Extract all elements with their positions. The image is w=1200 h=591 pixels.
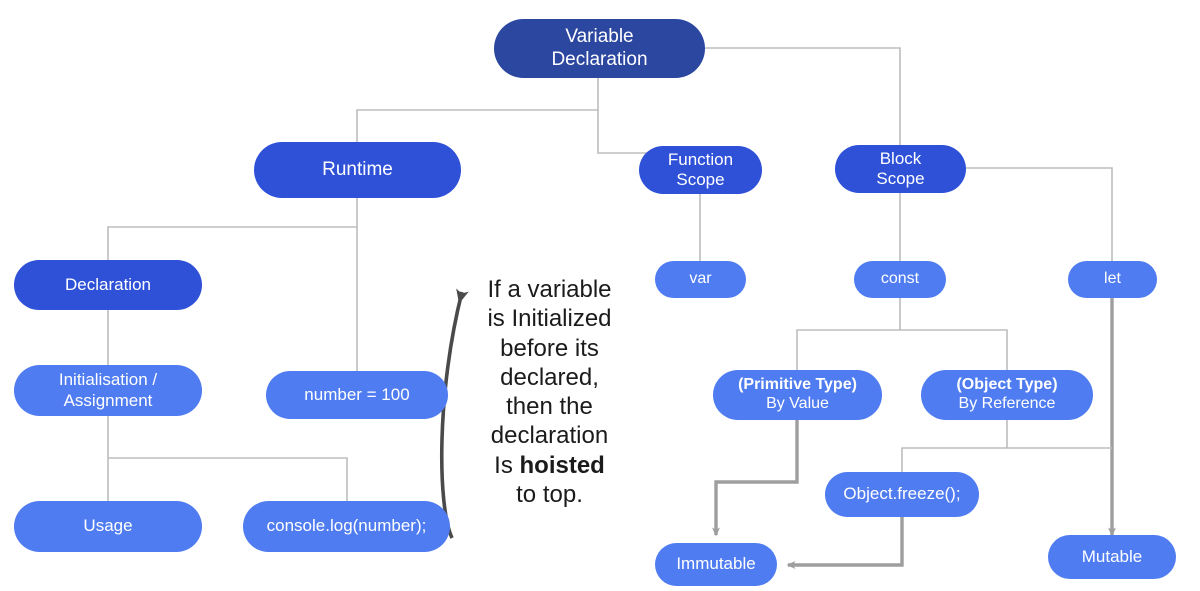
node-label-line2: Scope <box>676 170 725 189</box>
node-label-line1: Object.freeze(); <box>843 484 961 504</box>
edge-root-runtime <box>356 78 599 142</box>
node-label-line1: Immutable <box>676 554 756 574</box>
node-usage[interactable]: Usage <box>14 501 202 552</box>
edge-const-object <box>900 329 1008 370</box>
edge-object-freeze <box>901 420 1008 472</box>
node-label-line1: Declaration <box>65 274 151 294</box>
node-initialisation-assignment[interactable]: Initialisation / Assignment <box>14 365 202 416</box>
edge-const-primitive <box>796 298 901 370</box>
hoisting-annotation: If a variable is Initialized before its … <box>477 275 622 509</box>
node-label-line2: Assignment <box>63 390 153 410</box>
node-label-line2: By Value <box>766 395 829 412</box>
node-mutable[interactable]: Mutable <box>1048 535 1176 579</box>
node-var[interactable]: var <box>655 261 746 298</box>
node-number-assignment[interactable]: number = 100 <box>266 371 448 419</box>
annotation-line-5: then the <box>506 393 593 421</box>
annotation-hoisted-keyword: hoisted <box>519 451 605 479</box>
annotation-line-6: declaration <box>490 422 609 450</box>
node-label-line1: (Primitive Type) <box>738 376 857 394</box>
edge-init-consolelog <box>108 457 348 501</box>
node-label-line2: By Reference <box>958 395 1056 412</box>
node-label-line1: number = 100 <box>304 384 410 404</box>
node-label-line1: Function <box>667 149 734 169</box>
node-label-line1: Variable <box>565 26 634 48</box>
node-label-line2: Scope <box>876 169 925 188</box>
annotation-line-2: is Initialized <box>487 305 612 333</box>
edge-runtime-declaration <box>107 198 358 260</box>
node-label-line1: Mutable <box>1081 546 1143 566</box>
edge-root-blockscope <box>705 47 901 145</box>
node-runtime[interactable]: Runtime <box>254 142 461 198</box>
node-label-line1: Runtime <box>322 158 393 180</box>
node-console-log[interactable]: console.log(number); <box>243 501 450 552</box>
annotation-line-8: to top. <box>516 480 583 508</box>
hoisted-annotation-arrow <box>439 288 469 539</box>
node-label-line1: (Object Type) <box>956 376 1058 394</box>
edge-freeze-immutable <box>786 517 904 569</box>
annotation-line-7: Is hoisted <box>477 451 622 480</box>
node-label-line2: Declaration <box>551 48 648 70</box>
node-label-line1: Block <box>879 148 922 168</box>
node-object-type[interactable]: (Object Type) By Reference <box>921 370 1093 420</box>
node-label-line1: const <box>880 270 920 288</box>
node-label-line1: Usage <box>83 516 133 536</box>
node-label-line1: let <box>1104 270 1121 288</box>
node-label-line1: Initialisation / <box>58 370 158 390</box>
node-label-line1: console.log(number); <box>266 516 427 536</box>
node-let[interactable]: let <box>1068 261 1157 298</box>
node-immutable[interactable]: Immutable <box>655 543 777 586</box>
node-variable-declaration[interactable]: Variable Declaration <box>494 19 705 78</box>
node-primitive-type[interactable]: (Primitive Type) By Value <box>713 370 882 420</box>
edge-blockscope-let <box>900 167 1113 261</box>
node-const[interactable]: const <box>854 261 946 298</box>
node-label-line1: var <box>689 270 712 288</box>
annotation-line-1: If a variable <box>487 276 612 303</box>
edge-primitive-immutable <box>712 420 799 537</box>
node-function-scope[interactable]: Function Scope <box>639 146 762 194</box>
node-declaration[interactable]: Declaration <box>14 260 202 310</box>
annotation-line-7-prefix: Is <box>494 451 520 479</box>
node-object-freeze[interactable]: Object.freeze(); <box>825 472 979 517</box>
annotation-line-4: declared, <box>500 363 599 391</box>
annotation-line-3: before its <box>500 334 599 362</box>
node-block-scope[interactable]: Block Scope <box>835 145 966 193</box>
